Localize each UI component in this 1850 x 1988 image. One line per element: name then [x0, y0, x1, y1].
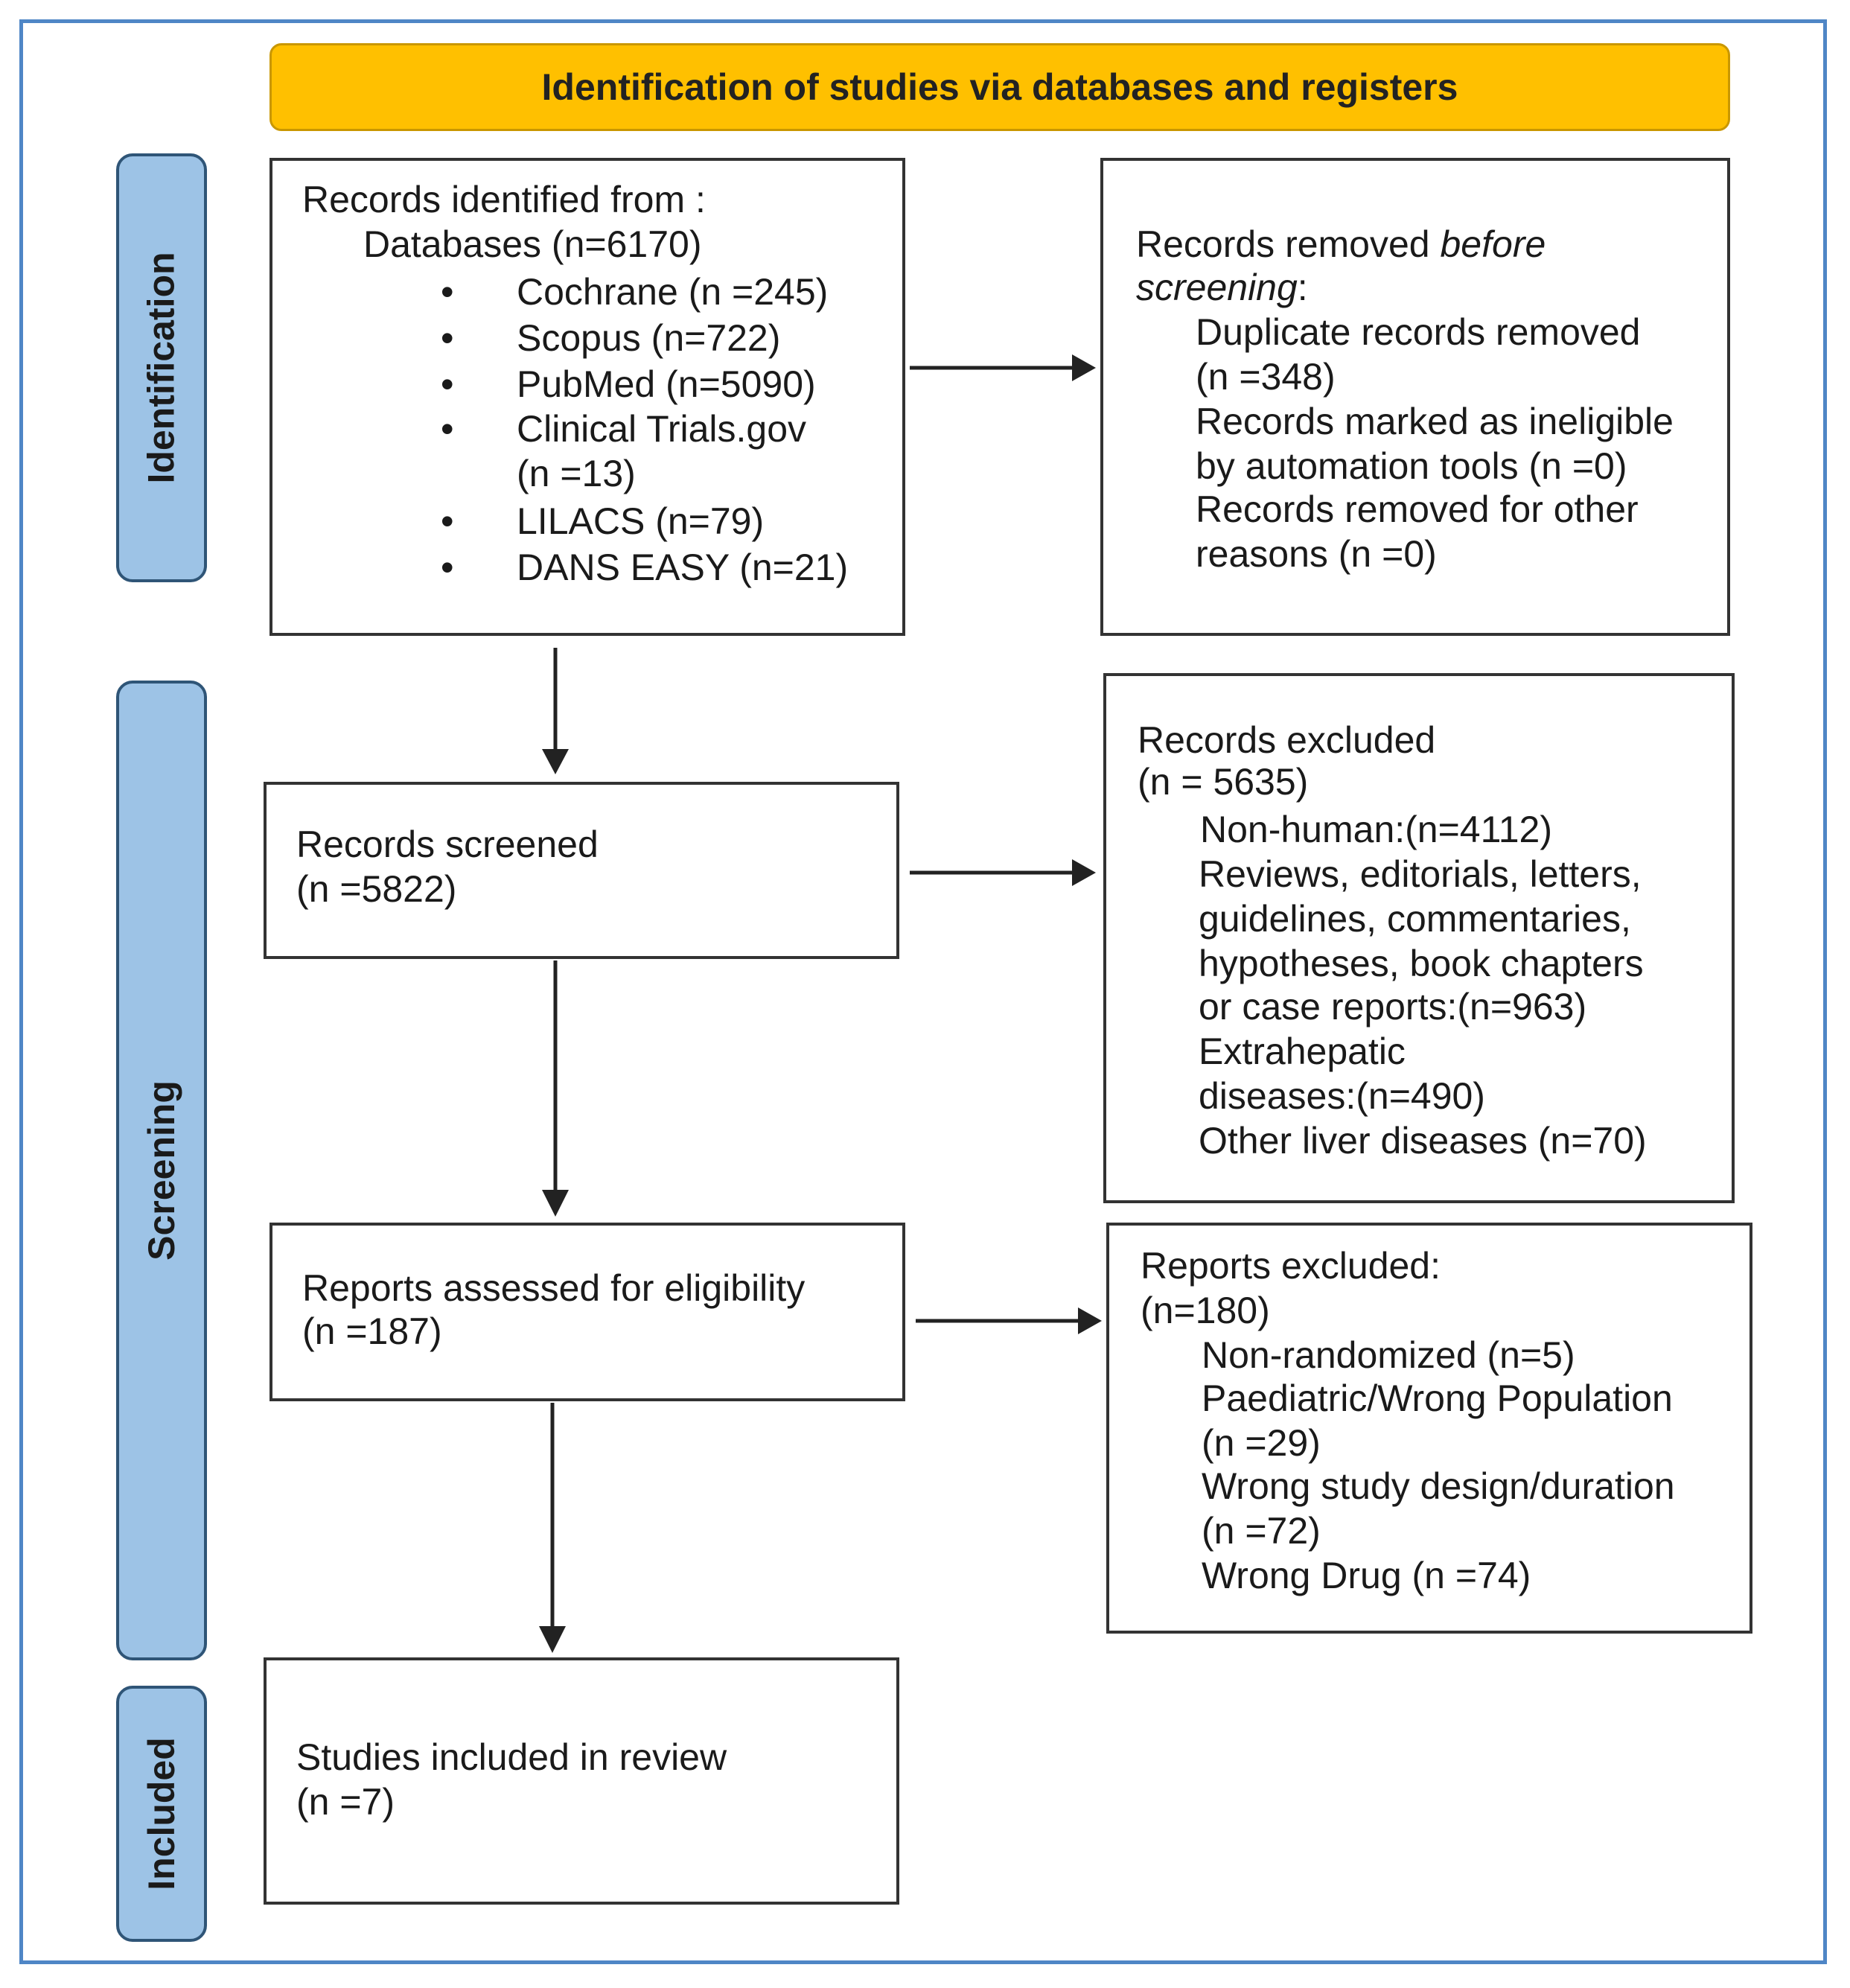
phase-screening: Screening — [116, 681, 207, 1660]
reports-excluded-count: (n=180) — [1141, 1290, 1270, 1331]
records-identified-box: Records identified from : Databases (n=6… — [269, 158, 905, 636]
excluded-extrahepatic-1: Extrahepatic — [1199, 1030, 1406, 1072]
reports-assessed-label: Reports assessed for eligibility — [302, 1267, 806, 1309]
records-identified-heading: Records identified from : — [302, 179, 706, 220]
source-clinicaltrials-count: (n =13) — [517, 453, 636, 494]
bullet: • — [441, 317, 454, 359]
source-pubmed: PubMed (n=5090) — [517, 363, 816, 405]
phase-screening-label: Screening — [141, 1080, 182, 1261]
excluded-study-design-count: (n =72) — [1202, 1510, 1321, 1552]
source-scopus: Scopus (n=722) — [517, 317, 781, 359]
reports-assessed-count: (n =187) — [302, 1310, 442, 1352]
bullet: • — [441, 271, 454, 313]
bullet: • — [441, 363, 454, 405]
studies-included-box: Studies included in review (n =7) — [264, 1657, 899, 1905]
phase-identification: Identification — [116, 153, 207, 582]
source-dans-easy: DANS EASY (n=21) — [517, 547, 849, 588]
bullet: • — [441, 500, 454, 542]
excluded-reviews-1: Reviews, editorials, letters, — [1199, 853, 1642, 895]
excluded-study-design: Wrong study design/duration — [1202, 1465, 1675, 1507]
identification-banner: Identification of studies via databases … — [269, 43, 1730, 131]
excluded-reviews-2: guidelines, commentaries, — [1199, 898, 1631, 940]
records-excluded-box: Records excluded (n = 5635) Non-human:(n… — [1103, 673, 1735, 1203]
source-cochrane: Cochrane (n =245) — [517, 271, 829, 313]
ineligible-count: by automation tools (n =0) — [1196, 445, 1627, 487]
excluded-non-human: Non-human:(n=4112) — [1200, 809, 1552, 850]
records-screened-count: (n =5822) — [296, 868, 457, 910]
other-removed-label: Records removed for other — [1196, 488, 1639, 530]
phase-included: Included — [116, 1686, 207, 1942]
ineligible-label: Records marked as ineligible — [1196, 401, 1674, 442]
records-removed-box: Records removed before screening: Duplic… — [1100, 158, 1730, 636]
records-screened-box: Records screened (n =5822) — [264, 782, 899, 959]
excluded-paediatric: Paediatric/Wrong Population — [1202, 1377, 1673, 1419]
duplicates-label: Duplicate records removed — [1196, 311, 1641, 353]
studies-included-label: Studies included in review — [296, 1736, 727, 1778]
other-removed-count: reasons (n =0) — [1196, 533, 1437, 575]
records-excluded-count: (n = 5635) — [1138, 761, 1309, 803]
excluded-other-liver: Other liver diseases (n=70) — [1199, 1120, 1647, 1162]
removed-heading-screening: screening — [1136, 267, 1298, 308]
excluded-reviews-3: hypotheses, book chapters — [1199, 943, 1644, 984]
excluded-wrong-drug: Wrong Drug (n =74) — [1202, 1555, 1531, 1596]
excluded-extrahepatic-2: diseases:(n=490) — [1199, 1075, 1485, 1117]
banner-title: Identification of studies via databases … — [541, 66, 1458, 108]
bullet: • — [441, 547, 454, 588]
removed-heading-colon: : — [1297, 267, 1308, 308]
phase-included-label: Included — [141, 1737, 183, 1890]
duplicates-count: (n =348) — [1196, 356, 1336, 398]
excluded-paediatric-count: (n =29) — [1202, 1422, 1321, 1464]
records-screened-label: Records screened — [296, 823, 599, 865]
excluded-non-randomized: Non-randomized (n=5) — [1202, 1334, 1575, 1376]
phase-identification-label: Identification — [141, 252, 183, 484]
records-removed-heading-2: screening: — [1136, 265, 1308, 310]
removed-heading-prefix: Records removed — [1136, 223, 1441, 265]
source-lilacs: LILACS (n=79) — [517, 500, 765, 542]
databases-total: Databases (n=6170) — [363, 223, 702, 265]
removed-heading-before: before — [1440, 223, 1546, 265]
records-excluded-heading: Records excluded — [1138, 719, 1436, 761]
records-removed-heading: Records removed before — [1136, 222, 1546, 267]
reports-excluded-heading: Reports excluded: — [1141, 1245, 1441, 1287]
excluded-reviews-4: or case reports:(n=963) — [1199, 986, 1587, 1028]
bullet: • — [441, 408, 454, 450]
studies-included-count: (n =7) — [296, 1781, 395, 1823]
reports-excluded-box: Reports excluded: (n=180) Non-randomized… — [1106, 1223, 1752, 1634]
figure-frame — [19, 19, 1827, 1964]
reports-assessed-box: Reports assessed for eligibility (n =187… — [269, 1223, 905, 1401]
source-clinicaltrials: Clinical Trials.gov — [517, 408, 807, 450]
